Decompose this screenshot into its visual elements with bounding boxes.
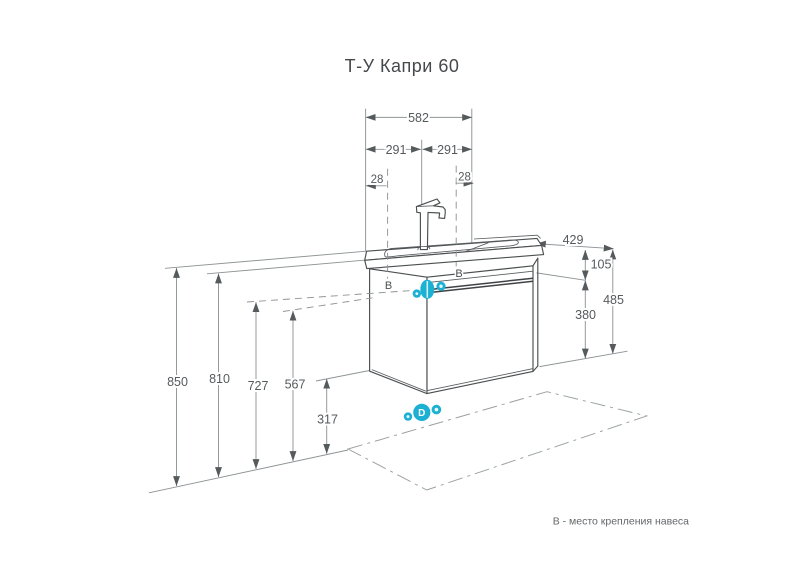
dimension-lines	[173, 113, 617, 487]
dim-cabinet-height: 380	[575, 308, 596, 322]
cabinet-body	[369, 257, 539, 395]
dim-height-bottom: 317	[317, 412, 338, 426]
dim-width-right-half: 291	[437, 143, 458, 157]
dim-height-top: 810	[209, 372, 230, 386]
dim-margin-left: 28	[371, 174, 384, 186]
hotspot-bottom-main[interactable]	[413, 403, 431, 421]
hotspot-top-left-dot	[415, 292, 419, 295]
dim-height-mount-lower: 567	[285, 377, 306, 391]
page-title: Т-У Капри 60	[345, 56, 460, 76]
mounting-locating-lines	[246, 165, 457, 312]
dim-height-mount-upper: 727	[248, 379, 269, 393]
faucet	[415, 198, 446, 251]
hotspot-bottom-right-dot	[434, 407, 439, 412]
mounting-footnote: В - место крепления навеса	[553, 516, 689, 528]
hotspot-bottom-left-dot	[406, 415, 410, 419]
washbasin-top	[364, 234, 545, 270]
hotspot-top-right-dot	[439, 284, 443, 288]
dim-width-total: 582	[408, 111, 429, 125]
hotspot-bottom-letter: D	[418, 408, 425, 419]
mount-label-right: В	[455, 268, 462, 280]
dim-top-to-bottom: 485	[603, 293, 624, 307]
hotspot-cluster-top[interactable]	[412, 279, 446, 299]
dim-margin-right: 28	[458, 172, 471, 184]
reference-lines	[148, 108, 628, 494]
dimension-texts: 582 291 291 28 28 429 105 380 485 850 81…	[165, 109, 626, 428]
dim-width-left-half: 291	[386, 143, 407, 157]
floor-projection-outline	[346, 391, 649, 491]
hotspot-cluster-bottom[interactable]: D	[403, 403, 442, 421]
dim-top-to-cabinet: 105	[591, 257, 612, 271]
mount-label-left: В	[385, 280, 392, 292]
dim-height-total: 850	[167, 375, 188, 389]
dim-depth: 429	[563, 233, 584, 247]
